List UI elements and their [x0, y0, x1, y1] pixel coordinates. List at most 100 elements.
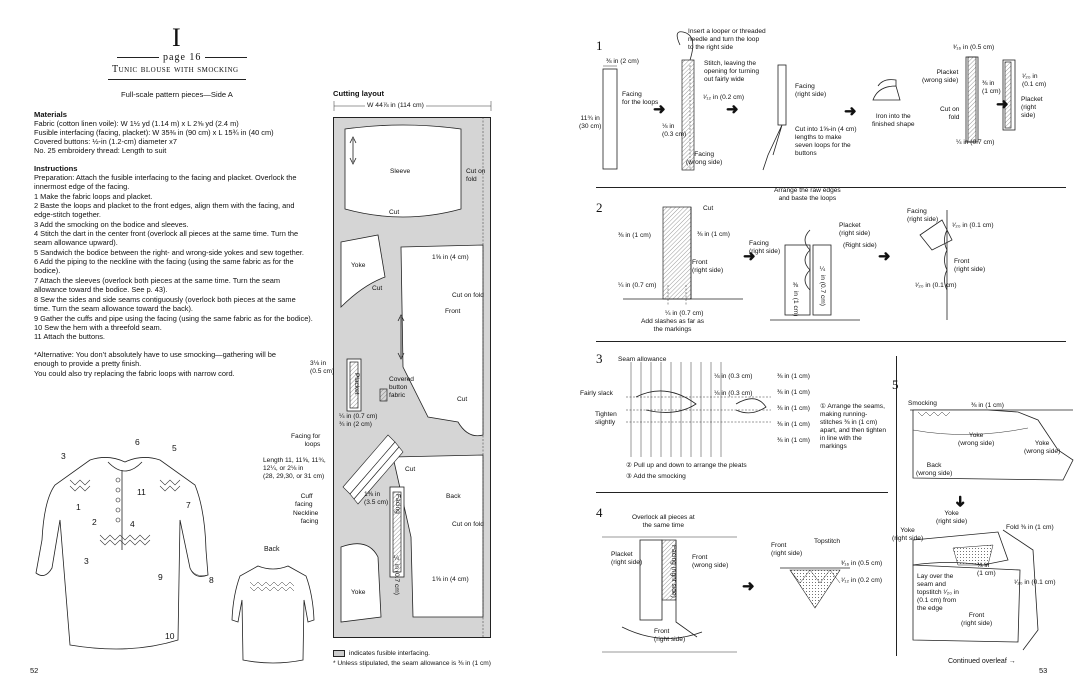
step1-label: Facing for the loops	[622, 91, 659, 106]
step4-label: Placket (right side)	[611, 551, 643, 566]
step-arrow: ➜	[743, 248, 756, 265]
step1-label: ¹⁄₁₂ in (0.2 cm)	[703, 94, 745, 101]
step2-label: Facing (right side)	[907, 208, 939, 223]
step2-label: Add slashes as far as the markings	[641, 318, 705, 333]
figure-callout: 5	[172, 443, 177, 453]
step1-loop-tube	[676, 31, 695, 171]
step5-label: Front (right side)	[961, 612, 993, 627]
divider	[596, 492, 888, 493]
project-title: Tunic blouse with smocking	[112, 64, 239, 75]
legend-fusible: indicates fusible interfacing.	[349, 650, 431, 657]
step1-label: Iron into the finished shape	[872, 113, 915, 128]
step2-label: ⅜ in (1 cm)	[618, 232, 651, 239]
dimension-label: 3⅛ in (0.5 cm)	[310, 360, 335, 375]
covered-button-fabric	[379, 388, 388, 402]
step2-label: ¼ in (0.7 cm)	[818, 266, 826, 306]
step-arrow: ➜	[996, 96, 1009, 113]
step1-label: ¹⁄₂₀ in (0.1 cm)	[1022, 73, 1047, 88]
divider	[596, 341, 1066, 342]
right-page: 1 ⅜ in (2 cm) 11¾ in (30 cm) Facing for …	[540, 0, 1077, 694]
step3-label: Tighten slightly	[595, 411, 617, 426]
tunic-front-illustration	[35, 457, 209, 650]
step5-label: Lay over the seam and topstitch ¹⁄₂₀ in …	[917, 573, 959, 612]
step3-label: Seam allowance	[618, 356, 667, 363]
cut-label: Cut	[457, 396, 468, 403]
step2-label: Placket (right side)	[839, 222, 871, 237]
step4-bodice	[602, 536, 737, 653]
materials-heading: Materials	[34, 110, 67, 119]
step4-label: ¹⁄₁₂ in (0.2 cm)	[841, 577, 883, 584]
width-label: W 44⅞ in (114 cm)	[365, 102, 426, 111]
instructions-heading: Instructions	[34, 164, 78, 173]
placket-label: Placket	[352, 373, 360, 395]
legend-swatch	[333, 650, 345, 657]
facing-label: Facing	[393, 494, 401, 514]
yoke-label: Yoke	[351, 589, 366, 596]
step2-label: ¹⁄₂₀ in (0.1 cm)	[915, 282, 957, 289]
materials-item: No. 25 embroidery thread: Length to suit	[34, 146, 167, 155]
step5-label: Yoke (wrong side)	[1024, 440, 1061, 455]
step5-label: Yoke (right side)	[892, 527, 924, 542]
step1-label: 11¾ in (30 cm)	[579, 115, 602, 130]
cut-on-fold-label: Cut on fold	[452, 292, 484, 299]
step1-strip	[602, 65, 618, 170]
step3-label: ⅜ in (1 cm)	[777, 389, 810, 396]
step4-label: Overlock all pieces at the same time	[632, 514, 695, 529]
step2-label: Front (right side)	[692, 259, 724, 274]
step4-label: Front (right side)	[654, 628, 686, 643]
layout-pieces	[340, 117, 484, 638]
button-row	[115, 477, 121, 523]
materials-item: Fusible interfacing (facing, placket): W…	[34, 128, 274, 137]
step4-smocking-detail	[780, 567, 850, 609]
step1-placket	[965, 56, 1016, 143]
instruction-step: 2 Baste the loops and placket to the fro…	[34, 201, 295, 220]
step3-label: ⅜ in (1 cm)	[777, 405, 810, 412]
title-rule	[117, 57, 159, 58]
step-number: 1	[596, 38, 603, 53]
cut-label: Cut	[405, 466, 416, 473]
step2-label: (Right side)	[843, 242, 877, 249]
step-number: 3	[596, 351, 603, 366]
step3-pleats	[626, 362, 771, 457]
step1-label: Placket (right side)	[1021, 96, 1043, 119]
sleeve-label: Sleeve	[390, 168, 411, 175]
step5-label: Yoke (wrong side)	[958, 432, 995, 447]
materials-item: Covered buttons: ½-in (1.2-cm) diameter …	[34, 137, 177, 146]
step-arrow: ➜	[844, 103, 857, 120]
dimension-label: ¼ in (0.7 cm)	[392, 555, 400, 595]
step5-label: ⅜ in (1 cm)	[977, 562, 996, 577]
divider	[896, 356, 897, 656]
step3-label: ⅛ in (0.3 cm)	[714, 373, 753, 380]
step2-label: ¹⁄₂₀ in (0.1 cm)	[952, 222, 994, 229]
step1-label: ⅛ in (0.3 cm)	[662, 123, 687, 138]
step2-label: ⅜ in (1 cm)	[697, 231, 730, 238]
figure-callout: 1	[76, 502, 81, 512]
step2-loops	[770, 229, 860, 321]
step5-label: ¹⁄₂₀ in (0.1 cm)	[1014, 579, 1056, 586]
title-underline	[108, 79, 246, 80]
step4-label: Topstitch	[814, 538, 841, 545]
step4-label: Front (right side)	[771, 542, 803, 557]
step-arrow: ➜	[653, 101, 666, 118]
step3-label: ② Pull up and down to arrange the pleats	[626, 462, 747, 469]
instruction-step: 10 Sew the hem with a threefold seam.	[34, 323, 162, 332]
instruction-step: 5 Sandwich the bodice between the right-…	[34, 248, 304, 257]
page-number-right: 53	[1039, 666, 1048, 675]
materials-item: Fabric (cotton linen voile): W 1½ yd (1.…	[34, 119, 239, 128]
pattern-subtitle: Full-scale pattern pieces—Side A	[121, 90, 233, 99]
cut-label: Cut	[372, 285, 383, 292]
page-ref: page 16	[163, 52, 202, 63]
figure-callout: 4	[130, 519, 135, 529]
facing-loops-label: Facing for loops	[291, 433, 321, 448]
step3-label: ① Arrange the seams, making running- sti…	[820, 403, 886, 450]
cut-on-fold-label: Cut on fold	[466, 168, 486, 183]
step3-label: ⅛ in (0.3 cm)	[714, 390, 753, 397]
step3-label: ③ Add the smocking	[626, 473, 686, 480]
figure-callout: 8	[209, 575, 214, 585]
figure-callout: 10	[165, 631, 175, 641]
step-number: 4	[596, 505, 603, 520]
step4-label: Front (wrong side)	[692, 554, 729, 569]
yoke-label: Yoke	[351, 262, 366, 269]
step5-label: Yoke (right side)	[936, 510, 968, 525]
instruction-step: 8 Sew the sides and side seams contiguou…	[34, 295, 296, 314]
